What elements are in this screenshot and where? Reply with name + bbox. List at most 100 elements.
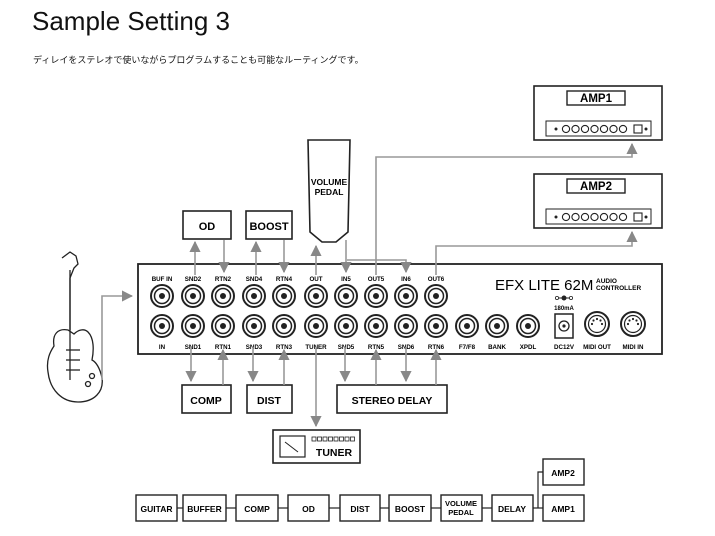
top-jack — [424, 284, 448, 308]
amp-knob — [618, 212, 628, 222]
midi-jack — [620, 311, 646, 337]
amp-knob — [590, 124, 599, 134]
bottom-jack — [394, 314, 418, 338]
top-jack — [334, 284, 358, 308]
page-subtitle: ディレイをステレオで使いながらプログラムすることも可能なルーティングです。 — [33, 56, 364, 66]
amp-knob — [580, 124, 590, 134]
top-jack-label: OUT5 — [368, 276, 385, 283]
top-jack-label: IN5 — [341, 276, 351, 283]
amp-input-dot — [554, 215, 558, 219]
chain-box-label: BUFFER — [187, 504, 221, 514]
amp-knob — [599, 124, 609, 134]
top-jack-label: OUT — [309, 276, 322, 283]
amp-knob — [580, 212, 590, 222]
top-jack — [242, 284, 266, 308]
chain-box-label: COMP — [244, 504, 270, 514]
top-jack — [394, 284, 418, 308]
tuner-led — [317, 436, 322, 442]
amp1-cabinet: AMP1 — [533, 85, 663, 141]
top-jack — [364, 284, 388, 308]
volume-pedal-box — [307, 139, 351, 243]
bottom-jack — [211, 314, 235, 338]
tuner-led — [328, 436, 333, 442]
chain-amp2-label: AMP2 — [551, 468, 575, 478]
chain-box-label: DIST — [350, 504, 370, 514]
chain-box-label: GUITAR — [141, 504, 173, 514]
efx-unit-body — [137, 263, 663, 355]
polarity-icon — [555, 295, 574, 301]
bottom-jack — [424, 314, 448, 338]
volume-pedal-label-2: PEDAL — [315, 187, 344, 197]
bottom-jack — [364, 314, 388, 338]
chain-box — [182, 494, 227, 522]
amp-knob — [561, 212, 571, 222]
chain-box-label: OD — [302, 504, 315, 514]
top-jack — [150, 284, 174, 308]
top-jack-label: BUF IN — [152, 276, 173, 283]
bottom-jack — [181, 314, 205, 338]
device-subtitle-1: AUDIO — [596, 278, 617, 285]
tuner-led — [333, 436, 339, 442]
dist-box — [246, 384, 293, 414]
amp-knob — [609, 124, 618, 134]
od-label: OD — [199, 221, 216, 233]
tuner-led — [322, 436, 328, 442]
page-title: Sample Setting 3 — [32, 6, 231, 36]
chain-delay — [491, 494, 534, 522]
bottom-jack-label: SND1 — [185, 344, 202, 351]
bottom-jack — [334, 314, 358, 338]
top-jack-label: SND2 — [185, 276, 202, 283]
bottom-jack — [242, 314, 266, 338]
amp-knob — [590, 212, 599, 222]
volume-pedal-label-1: VOLUME — [311, 177, 348, 187]
bottom-jack-label: RTN6 — [428, 344, 445, 351]
chain-volume-label-1: VOLUME — [445, 499, 477, 508]
top-jack-label: SND4 — [246, 276, 263, 283]
chain-amp1 — [542, 494, 585, 522]
boost-box — [245, 210, 293, 240]
bottom-jack-label: RTN1 — [215, 344, 232, 351]
amp-light-dot — [644, 127, 648, 131]
chain-amp1-label: AMP1 — [551, 504, 575, 514]
device-subtitle-2: CONTROLLER — [596, 285, 641, 292]
midi-jack — [584, 311, 610, 337]
amp-knob — [599, 212, 609, 222]
comp-label: COMP — [190, 395, 222, 407]
bottom-jack-label: IN — [159, 344, 166, 351]
control-jack — [455, 314, 479, 338]
bottom-jack-label: RTN3 — [276, 344, 293, 351]
top-jack-label: IN6 — [401, 276, 411, 283]
control-jack — [485, 314, 509, 338]
amp-power-switch — [633, 212, 643, 222]
chain-amp2 — [542, 458, 585, 486]
amp-knob — [618, 124, 628, 134]
amp-knob — [571, 212, 580, 222]
chain-box — [135, 494, 178, 522]
amp2-label: AMP2 — [580, 181, 612, 193]
chain-volume-label-2: PEDAL — [448, 508, 474, 517]
amp-power-switch — [633, 124, 643, 134]
top-jack — [181, 284, 205, 308]
stereo-delay-box — [336, 384, 448, 414]
boost-label: BOOST — [249, 221, 288, 233]
dist-label: DIST — [257, 395, 282, 407]
device-name: EFX LITE 62M — [495, 277, 593, 294]
chain-delay-label: DELAY — [498, 504, 526, 514]
amp2-cabinet: AMP2 — [533, 173, 663, 229]
amp-knob — [571, 124, 580, 134]
tuner-box: TUNER — [272, 429, 361, 464]
top-jack — [272, 284, 296, 308]
amp-knob — [609, 212, 618, 222]
comp-box — [181, 384, 232, 414]
bottom-jack — [150, 314, 174, 338]
tuner-led — [350, 436, 355, 442]
tuner-label: TUNER — [316, 447, 353, 459]
bottom-jack-label: SND3 — [246, 344, 263, 351]
top-jack — [211, 284, 235, 308]
chain-box-label: BOOST — [395, 504, 426, 514]
control-jack — [516, 314, 540, 338]
top-jack-label: RTN2 — [215, 276, 232, 283]
od-box — [182, 210, 232, 240]
amp-light-dot — [644, 215, 648, 219]
